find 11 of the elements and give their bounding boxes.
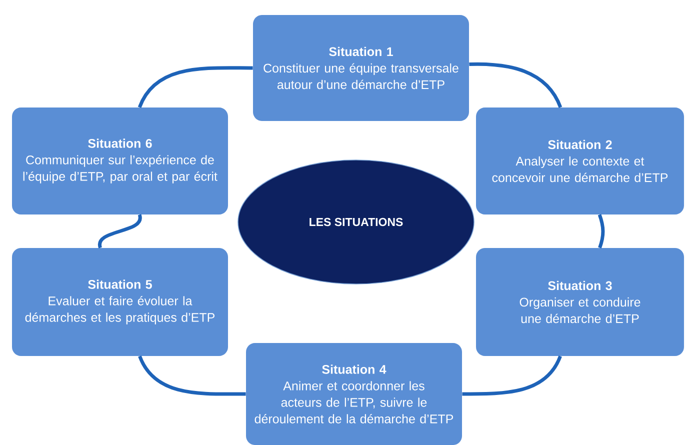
ring-arc [138,355,246,396]
situation-box: Situation 3 Organiser et conduire une démarche d’ETP [476,248,684,356]
situation-box: Situation 5 Evaluer et faire évoluer la démarches et les pratiques d’ETP [12,248,228,356]
situation-box: Situation 6 Communiquer sur l’expérience de l’équipe d’ETP, par oral et par écrit [12,108,228,214]
ring-arc [469,62,562,108]
situation-box: Situation 1 Constituer une équipe transversale autour d’une démarche d’ETP [253,15,469,121]
situation-box: Situation 2 Analyser le contexte et concevoir une démarche d’ETP [476,108,684,214]
ring-arc [598,214,605,248]
ring-arc [462,355,562,396]
ring-arc [138,66,253,108]
situation-box: Situation 4 Animer et coordonner les acteurs de l’ETP, suivre le déroulement de la démarche d’ETP [246,343,462,445]
